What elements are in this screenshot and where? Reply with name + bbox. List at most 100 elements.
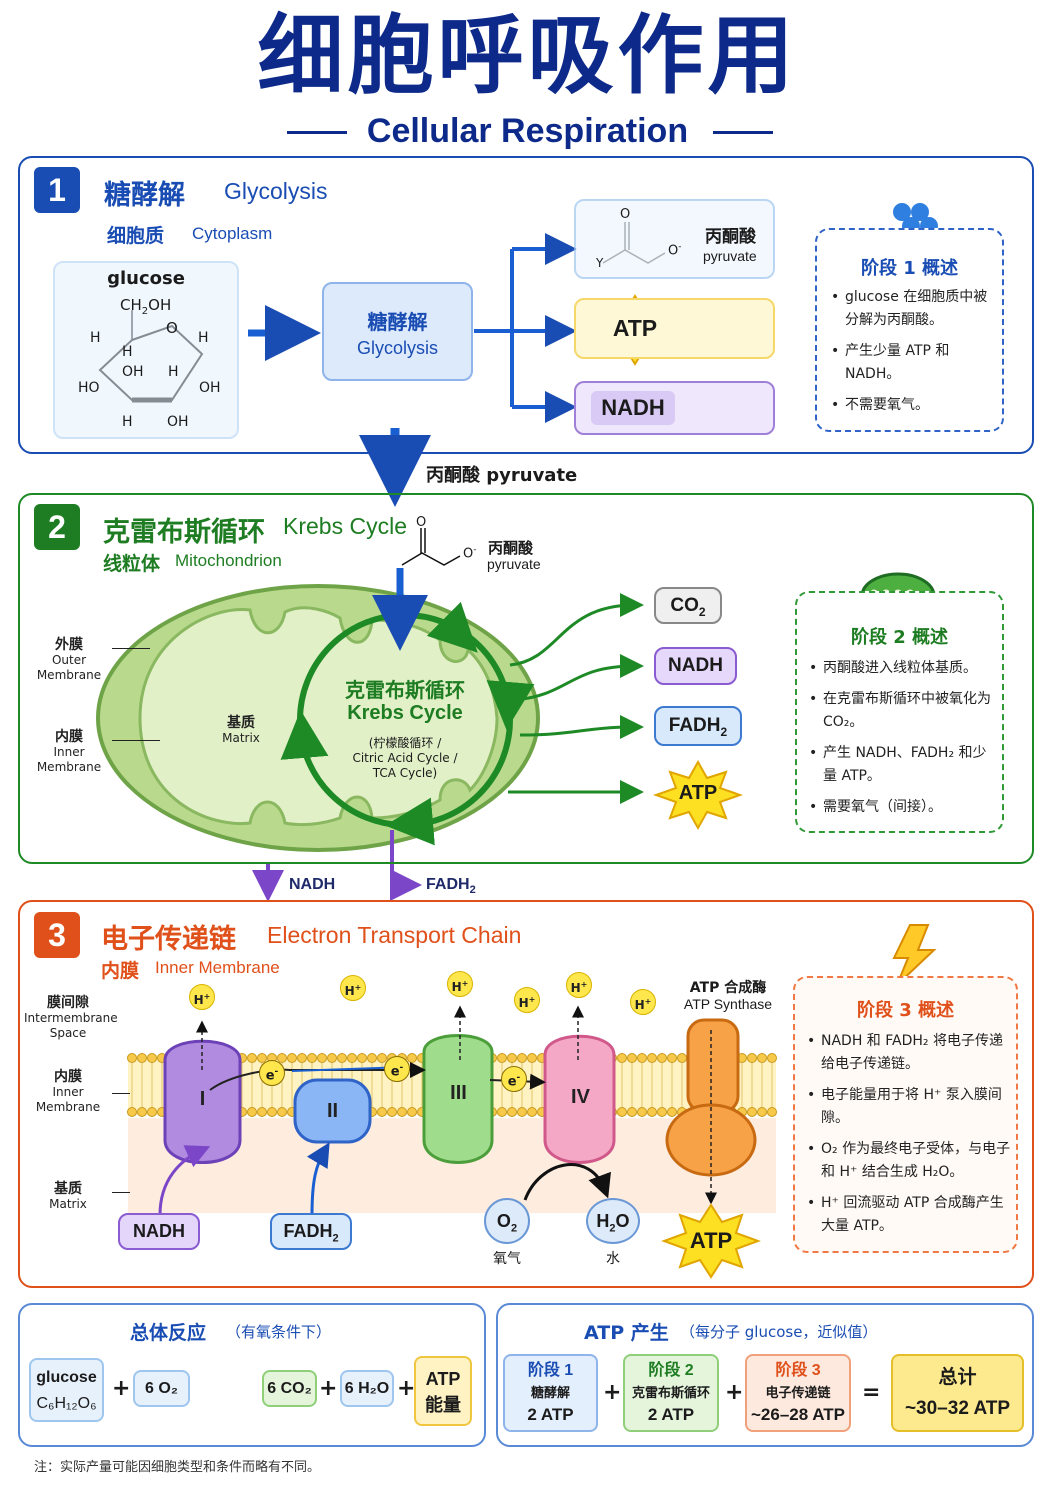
outer-membrane-pointer (112, 648, 150, 649)
total-yield: 总计~30–32 ATP (891, 1354, 1024, 1432)
stage3-summary-item: 电子能量用于将 H⁺ 泵入膜间隙。 (805, 1084, 1013, 1130)
atp-product-box (574, 298, 775, 359)
stage2-number: 2 (34, 504, 80, 550)
h-ion: H+ (447, 971, 473, 997)
plus-sign: + (319, 1376, 338, 1401)
electron: e- (384, 1056, 410, 1082)
lipid-head (617, 1107, 627, 1117)
overall-title-note: （有氧条件下） (226, 1323, 332, 1341)
complex-II-label: II (326, 1100, 339, 1122)
stage2-summary-item: 丙酮酸进入线粒体基质。 (807, 657, 999, 680)
glucose-oh: HO (78, 380, 100, 396)
glucose-box (53, 261, 239, 439)
nadh-out-label: NADH (289, 876, 336, 893)
glucose-h: H (198, 330, 209, 346)
lipid-head (137, 1107, 147, 1117)
page-title: 细胞呼吸作用 (257, 6, 798, 106)
lipid-head (297, 1053, 307, 1063)
pyruvate-o-minus: O- (668, 242, 682, 259)
inner-membrane-pointer (112, 740, 160, 741)
pyruvate-en: pyruvate (703, 248, 757, 264)
lipid-head (647, 1107, 657, 1117)
lipid-head (247, 1107, 257, 1117)
lipid-head (507, 1107, 517, 1117)
stage1-summary-item: 产生少量 ATP 和 NADH。 (829, 340, 999, 386)
lipid-head (767, 1107, 777, 1117)
overall-title: 总体反应 (130, 1322, 207, 1344)
nadh-product-stage2: NADH (654, 647, 737, 685)
lipid-head (527, 1053, 537, 1063)
complex-III-label: III (450, 1082, 467, 1104)
lipid-head (247, 1053, 257, 1063)
stage3-summary-item: H⁺ 回流驱动 ATP 合成酶产生大量 ATP。 (805, 1192, 1013, 1238)
footnote: 注：实际产量可能因细胞类型和条件而略有不同。 (34, 1460, 321, 1475)
pyruvate-product-box (574, 199, 775, 279)
stage1-to-stage2-label: 丙酮酸 pyruvate (426, 465, 578, 486)
plus-sign: + (112, 1376, 131, 1401)
stage1-summary-item: 不需要氧气。 (829, 394, 999, 417)
water-molecule: H2O (586, 1198, 640, 1244)
atp-label-stage3: ATP (689, 1228, 733, 1253)
lipid-head (147, 1107, 157, 1117)
stage1-summary-item: glucose 在细胞质中被分解为丙酮酸。 (829, 286, 999, 332)
water-product-overall: 6 H₂O (340, 1370, 394, 1407)
lipid-head (257, 1053, 267, 1063)
lipid-head (147, 1053, 157, 1063)
title-rule-right (713, 131, 773, 134)
stage2-summary-item: 产生 NADH、FADH₂ 和少量 ATP。 (807, 742, 999, 788)
stage3-title-zh: 电子传递链 (101, 924, 236, 955)
lipid-head (327, 1053, 337, 1063)
h-ion: H+ (189, 984, 215, 1010)
oxygen-label: 氧气 (493, 1251, 521, 1267)
glucose-label: glucose (107, 268, 185, 289)
pyruvate-o: O (416, 515, 427, 530)
glucose-h: H (122, 414, 133, 430)
lipid-head (127, 1053, 137, 1063)
pyruvate-o-minus: O- (463, 545, 477, 562)
lipid-head (637, 1053, 647, 1063)
electron: e- (501, 1066, 527, 1092)
glucose-oh: OH (122, 364, 144, 380)
atp-label-stage1: ATP (612, 315, 658, 341)
lipid-head (347, 1053, 357, 1063)
lipid-head (307, 1053, 317, 1063)
lipid-head (137, 1053, 147, 1063)
water-label: 水 (606, 1251, 620, 1267)
stage3-number: 3 (34, 912, 80, 958)
stage3-panel (18, 900, 1034, 1288)
lipid-head (507, 1053, 517, 1063)
stage2-location-zh: 线粒体 (103, 553, 161, 575)
lipid-head (657, 1053, 667, 1063)
h-ion: H+ (340, 975, 366, 1001)
lipid-head (357, 1053, 367, 1063)
stage3-summary-item: O₂ 作为最终电子受体，与电子和 H⁺ 结合生成 H₂O。 (805, 1138, 1013, 1184)
lipid-head (517, 1053, 527, 1063)
lipid-head (377, 1053, 387, 1063)
atp-label-stage2: ATP (678, 782, 718, 804)
stage3-summary-title: 阶段 3 概述 (856, 1000, 955, 1021)
plus-sign: + (397, 1376, 416, 1401)
lipid-head (377, 1107, 387, 1117)
stage2-summary-item: 在克雷布斯循环中被氧化为 CO₂。 (807, 688, 999, 734)
atp-yield-title: ATP 产生 (584, 1322, 669, 1344)
lipid-head (497, 1053, 507, 1063)
stage3-location-en: Inner Membrane (155, 958, 280, 977)
oxygen-reactant: 6 O₂ (133, 1370, 190, 1407)
equals-sign: = (862, 1380, 881, 1405)
h-ion: H+ (514, 987, 540, 1013)
stage3-summary-item: NADH 和 FADH₂ 将电子传递给电子传递链。 (805, 1030, 1013, 1076)
stage1-title-en: Glycolysis (224, 178, 328, 204)
co2-product-overall: 6 CO₂ (262, 1370, 317, 1407)
glycolysis-process-en: Glycolysis (356, 338, 438, 358)
inner-membrane-pointer (112, 1093, 130, 1094)
lipid-head (497, 1107, 507, 1117)
stage1-number: 1 (34, 167, 80, 213)
complex-IV-label: IV (571, 1086, 590, 1108)
complex-II-shape (293, 1078, 372, 1144)
lipid-head (257, 1107, 267, 1117)
